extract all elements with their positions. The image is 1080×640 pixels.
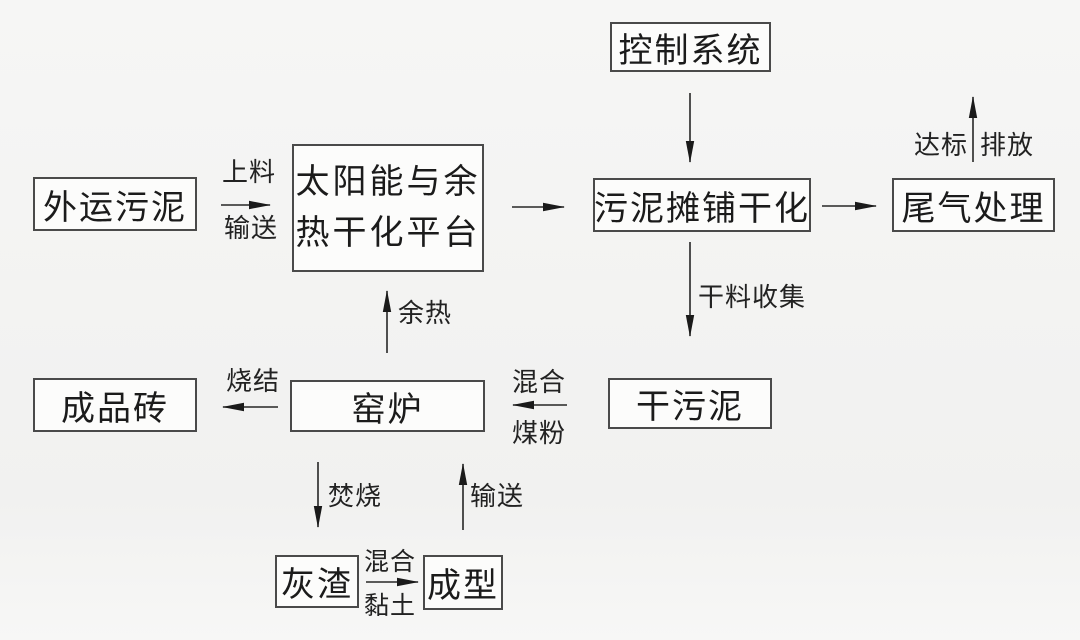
edge-label-dry-collect: 干料收集 [698, 283, 807, 312]
edge-label-discharge: 排放 [980, 131, 1035, 160]
edge-label-mix-clay-top: 混合 [364, 549, 417, 576]
node-solar-platform-line2: 热干化平台 [295, 215, 481, 252]
edge-label-standard: 达标 [914, 131, 969, 160]
node-solar-platform-line1: 太阳能与余 [295, 164, 481, 201]
edge-label-feed-top: 上料 [222, 158, 277, 187]
edge-label-feed-bottom: 输送 [224, 214, 279, 243]
node-ash: 灰渣 [275, 555, 359, 608]
edge-label-convey: 输送 [470, 482, 525, 511]
node-forming: 成型 [423, 555, 503, 610]
edge-label-mix-coal-bottom: 煤粉 [512, 419, 567, 448]
edge-label-mix-coal-top: 混合 [512, 368, 567, 397]
node-sludge-spreading: 污泥摊铺干化 [593, 178, 811, 232]
edge-label-sinter: 烧结 [226, 367, 281, 396]
node-finished-brick: 成品砖 [33, 378, 197, 432]
node-control-system: 控制系统 [610, 22, 771, 72]
node-external-sludge: 外运污泥 [33, 177, 197, 231]
node-solar-platform: 太阳能与余 热干化平台 [292, 144, 484, 272]
edge-label-mix-clay-bottom: 黏土 [364, 593, 417, 620]
edge-label-waste-heat: 余热 [398, 299, 453, 328]
node-kiln: 窑炉 [290, 380, 485, 432]
node-tail-gas: 尾气处理 [892, 178, 1055, 232]
edge-label-incinerate: 焚烧 [328, 482, 383, 511]
node-dry-sludge: 干污泥 [608, 378, 772, 429]
